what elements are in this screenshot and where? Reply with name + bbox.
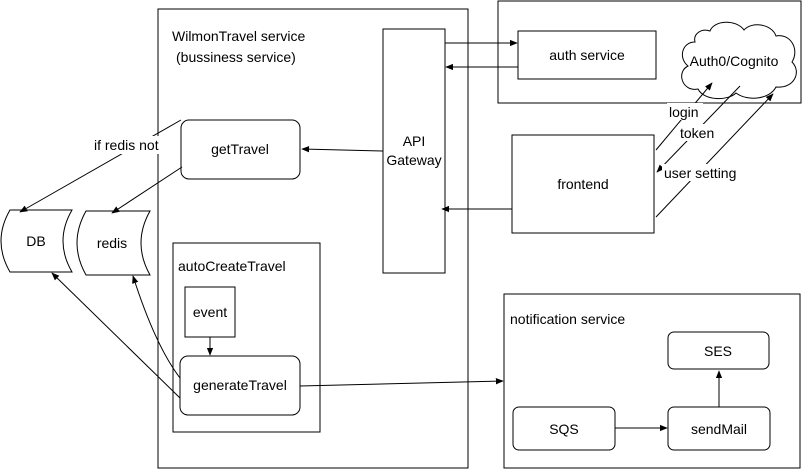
edge-generate-to-redis [132,275,181,379]
user-setting-label-bg [662,164,746,181]
sqs-label: SQS [549,421,579,437]
edge-get-travel-to-db [19,119,182,213]
send-mail-label: sendMail [691,421,747,437]
auth-service-label: auth service [549,47,625,63]
edge-gateway-to-get-travel [301,145,384,153]
edge-generate-to-notification [299,377,504,387]
redis-node: redis [76,210,151,276]
auth0-cognito-cloud: Auth0/Cognito [681,21,797,99]
wilmon-title-line-1: WilmonTravel service [172,28,305,44]
generate-travel-label: generateTravel [193,377,287,393]
edge-frontend-user-setting [655,93,774,218]
frontend-node: frontend [511,134,655,234]
db-node: DB [0,209,73,273]
api-gateway-label-2: Gateway [386,152,441,168]
token-label-bg [678,124,720,141]
auto-create-travel-title: autoCreateTravel [178,258,286,274]
edge-generate-to-db [51,272,181,399]
login-label-bg [667,103,703,120]
wilmon-title-line-2: (bussiness service) [176,49,296,65]
auth0-cognito-label: Auth0/Cognito [690,53,779,69]
ses-label: SES [704,343,732,359]
redis-label: redis [97,235,127,251]
event-node: event [184,286,236,338]
frontend-label: frontend [557,176,608,192]
get-travel-label: getTravel [211,141,269,157]
token-label: token [680,125,714,141]
login-label: login [669,104,699,120]
ses-node: SES [667,331,770,370]
db-label: DB [26,233,45,249]
notification-service-title: notification service [510,311,625,327]
get-travel-node: getTravel [180,119,301,180]
api-gateway-label-1: API [403,133,426,149]
send-mail-node: sendMail [667,406,771,451]
api-gateway-node: API Gateway [382,28,446,274]
event-label: event [193,304,227,320]
edges [19,39,774,432]
edge-get-travel-to-redis [111,166,183,214]
if-redis-not-label: if redis not [94,137,159,153]
sqs-node: SQS [512,406,616,451]
if-redis-not-label-bg [91,136,171,154]
auth-service-node: auth service [517,30,657,80]
user-setting-label: user setting [664,165,736,181]
generate-travel-node: generateTravel [179,355,301,416]
